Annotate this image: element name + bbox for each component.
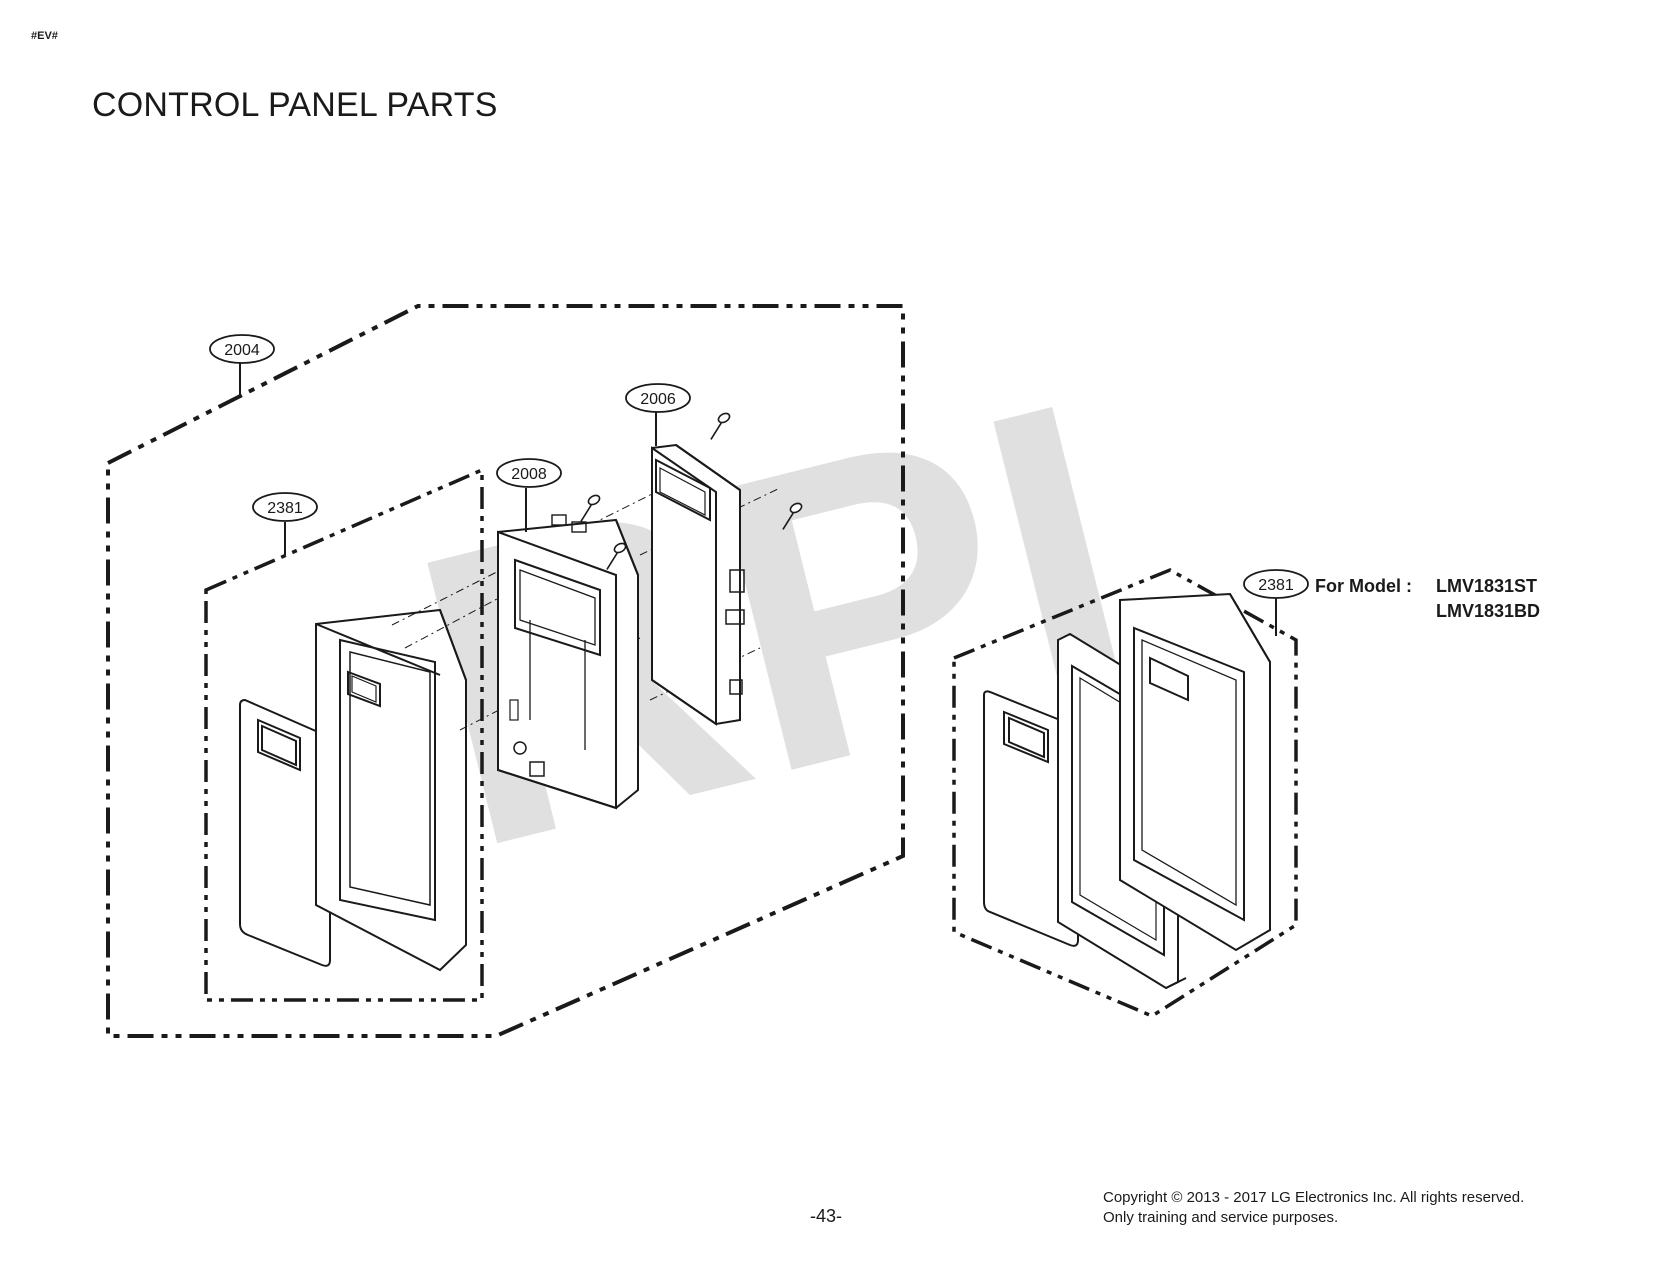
pcb-assembly-2006 [651, 443, 745, 726]
document-code: #EV# [31, 30, 58, 42]
front-film-panel-left [239, 698, 331, 967]
assembly-boundary-2004 [106, 304, 905, 1038]
control-panel-frame-left [315, 608, 467, 972]
copyright-line-2: Only training and service purposes. [1103, 1209, 1339, 1226]
model-note-model-1: LMV1831ST [1436, 576, 1537, 596]
front-film-panel-right [983, 690, 1079, 947]
screws [580, 412, 803, 570]
screw-2 [606, 542, 627, 570]
callout-2008: 2008 [496, 458, 562, 532]
frame-bracket-2008 [497, 514, 639, 810]
callout-2381-right: 2381 [1243, 569, 1309, 636]
screw-4 [782, 502, 803, 530]
subassembly-boundary-2381-left [204, 467, 484, 1002]
callout-2004-label: 2004 [224, 342, 260, 359]
callout-2008-label: 2008 [511, 466, 547, 483]
screw-1 [580, 494, 601, 522]
page-title: CONTROL PANEL PARTS [92, 86, 498, 124]
callout-2381-right-label: 2381 [1258, 577, 1294, 594]
model-note-model-2: LMV1831BD [1436, 601, 1540, 621]
callout-2006-label: 2006 [640, 391, 676, 408]
control-panel-frame-right [1119, 592, 1271, 952]
callout-2004: 2004 [209, 334, 275, 398]
callout-2381-left: 2381 [252, 492, 318, 555]
model-note: For Model : LMV1831ST LMV1831BD [1315, 576, 1540, 621]
callout-2381-left-label: 2381 [267, 500, 303, 517]
copyright-notice: Copyright © 2013 - 2017 LG Electronics I… [1103, 1188, 1524, 1228]
callout-2006: 2006 [625, 383, 691, 446]
subassembly-boundary-2381-right [952, 568, 1298, 1018]
copyright-line-1: Copyright © 2013 - 2017 LG Electronics I… [1103, 1189, 1525, 1206]
screw-3 [710, 412, 731, 440]
model-note-prefix: For Model : [1315, 576, 1412, 596]
page-number: -43- [810, 1206, 843, 1226]
